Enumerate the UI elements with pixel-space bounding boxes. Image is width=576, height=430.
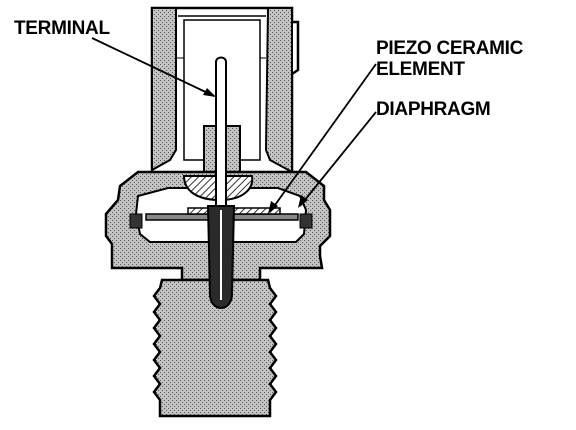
diaphragm-label: DIAPHRAGM [376, 99, 491, 120]
diaphragm-leader-arrow [298, 195, 308, 208]
piezo-ceramic-element-label: PIEZO CERAMIC ELEMENT [376, 38, 524, 80]
terminal-label: TERMINAL [14, 18, 110, 39]
seal-left [129, 213, 143, 229]
connector-wall-right [264, 7, 293, 174]
terminal-leader-arrow [203, 88, 216, 97]
threaded-stem [152, 278, 278, 418]
diaphragm-leader-line [299, 111, 377, 207]
piezo-leader-line [269, 63, 377, 213]
connector-wall-left [151, 7, 177, 172]
terminal-leader-line [91, 37, 215, 97]
seal-right [299, 213, 313, 229]
piezo-leader-arrow [268, 201, 278, 214]
terminal-pin [215, 56, 227, 207]
